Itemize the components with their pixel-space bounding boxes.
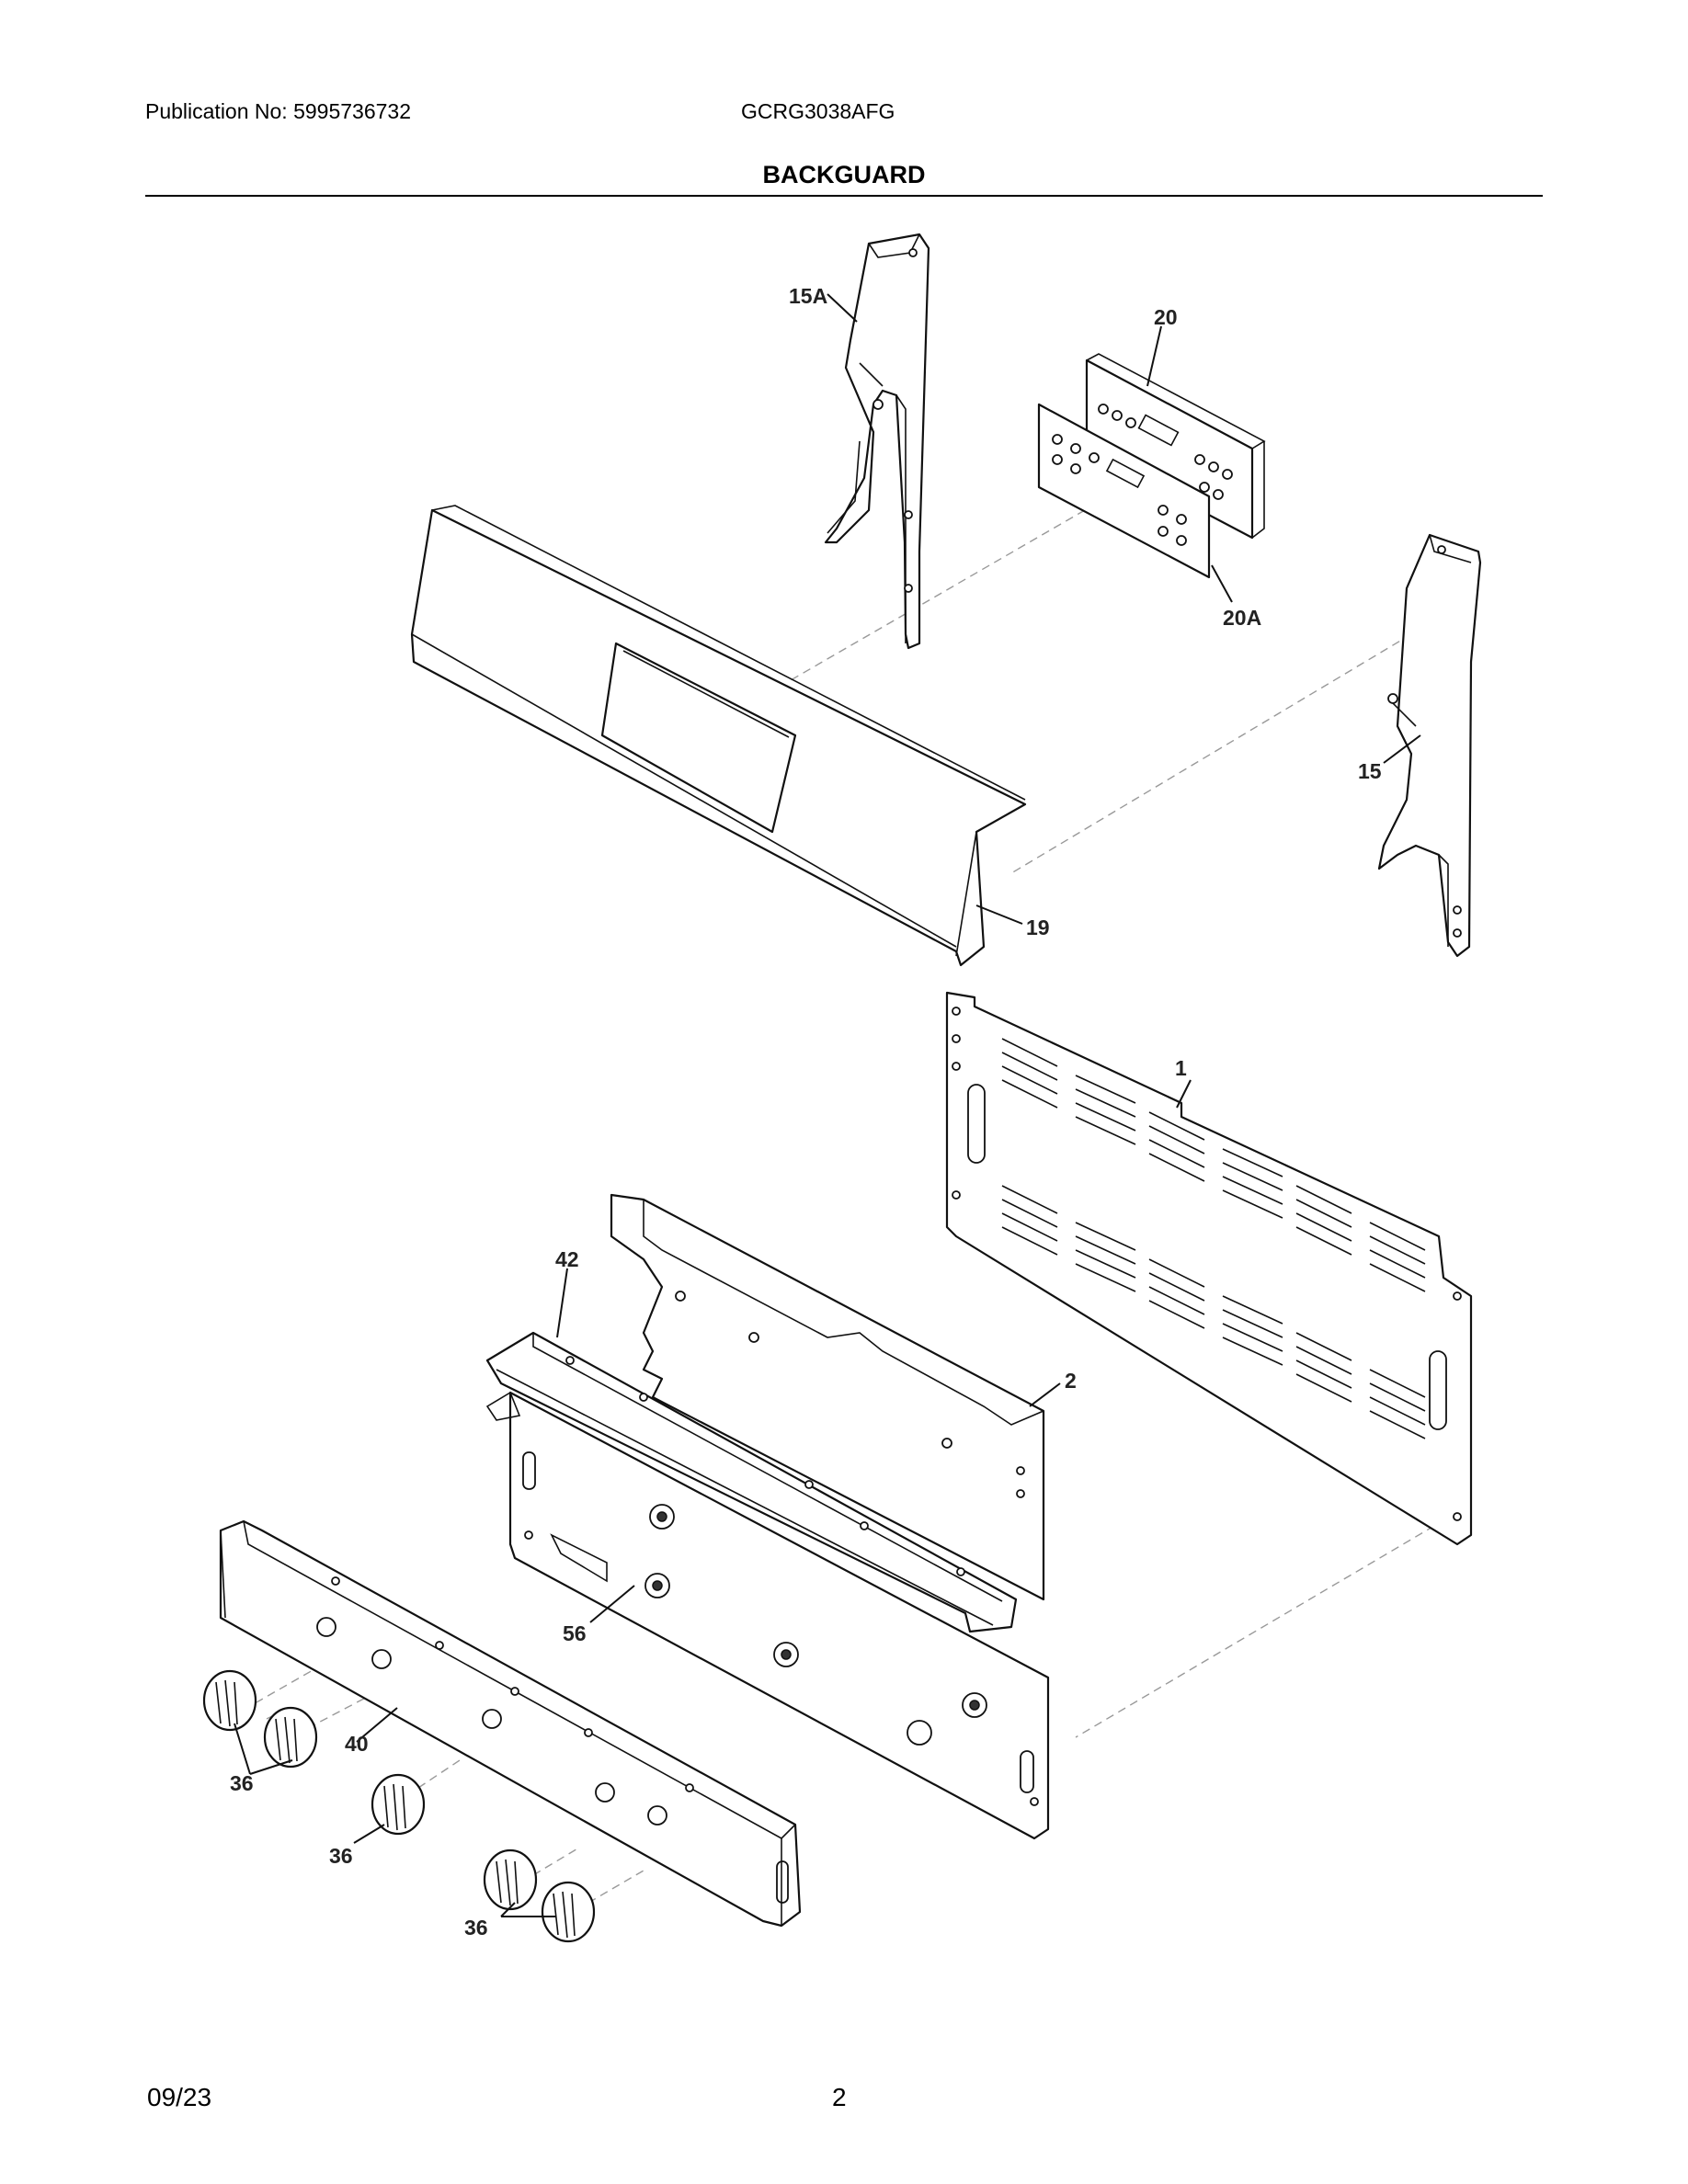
rail [485,1331,1018,1633]
burner-knobs [202,1669,596,1943]
control-board [1085,353,1266,540]
callout-19: 19 [1026,916,1050,939]
backguard-trim [410,505,1027,967]
rear-panel [945,991,1473,1546]
callout-15A: 15A [789,284,827,308]
knob-2 [263,1706,318,1769]
model-number: GCRG3038AFG [741,99,895,123]
publication-number: Publication No: 5995736732 [145,99,412,123]
section-title: BACKGUARD [762,161,926,188]
callout-2: 2 [1065,1369,1077,1393]
end-bracket-left [824,233,930,650]
control-panel [219,1519,802,1928]
callout-20: 20 [1154,305,1178,329]
callout-42: 42 [555,1247,579,1271]
knob-4 [483,1848,538,1911]
heat-shield [610,1193,1045,1601]
callout-36-c: 36 [464,1916,488,1939]
knob-3 [371,1773,426,1836]
knob-5 [541,1881,596,1943]
rear-panel-vents [1001,1038,1426,1439]
footer-date: 09/23 [147,2083,212,2111]
callout-1: 1 [1175,1056,1187,1080]
footer-page-number: 2 [832,2083,847,2111]
control-overlay [1037,403,1211,579]
header-rule [145,195,1543,197]
alignment-lines [243,509,1435,1904]
callout-15: 15 [1358,759,1382,783]
callout-labels: 15A 20 20A 15 19 1 42 2 56 40 36 36 36 [230,284,1382,1939]
callout-20A: 20A [1223,606,1261,630]
callout-40: 40 [345,1732,369,1756]
callout-leaders [234,293,1421,1917]
manifold-panel [485,1391,1050,1840]
knob-1 [202,1669,257,1732]
end-bracket-right [1377,533,1482,958]
callout-36-a: 36 [230,1771,254,1795]
callout-36-b: 36 [329,1844,353,1868]
callout-56: 56 [563,1621,587,1645]
